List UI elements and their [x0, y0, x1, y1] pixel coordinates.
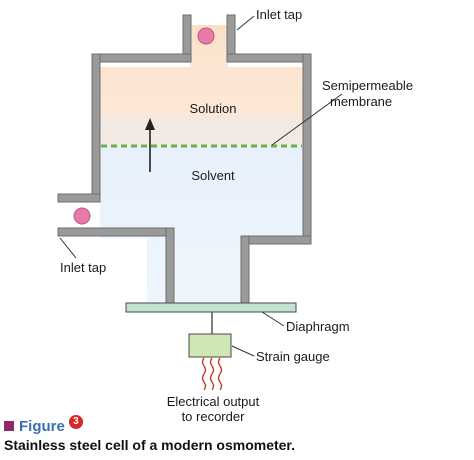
- figure-caption: Figure 3 Stainless steel cell of a moder…: [4, 415, 295, 453]
- inlet-tap-left-label: Inlet tap: [60, 260, 106, 275]
- leader-lines: [59, 15, 343, 357]
- membrane-label-line2: membrane: [330, 94, 392, 109]
- solvent-label: Solvent: [191, 168, 235, 183]
- figure-marker-icon: [4, 421, 14, 431]
- strain-gauge-label: Strain gauge: [256, 349, 330, 364]
- solution-region: [100, 67, 303, 146]
- figure-number-badge: 3: [68, 415, 83, 429]
- left-tap-ball: [73, 207, 91, 225]
- electrical-wires: [201, 357, 223, 391]
- solution-label: Solution: [190, 101, 237, 116]
- steel-cell-wall: [57, 14, 312, 305]
- membrane-label-line1: Semipermeable: [322, 78, 413, 93]
- top-tap-ball: [197, 27, 215, 45]
- flow-arrow: [145, 118, 155, 172]
- diaphragm: [125, 302, 297, 313]
- cell-interior: [100, 25, 303, 303]
- figure-title: Stainless steel cell of a modern osmomet…: [4, 437, 295, 453]
- electrical-output-line1: Electrical output: [167, 394, 260, 409]
- electrical-output-line2: to recorder: [182, 409, 246, 424]
- diaphragm-label: Diaphragm: [286, 319, 350, 334]
- figure-heading: Figure 3: [4, 415, 295, 436]
- inlet-tap-top-label: Inlet tap: [256, 7, 302, 22]
- strain-gauge: [188, 333, 232, 358]
- figure-word: Figure: [19, 417, 65, 435]
